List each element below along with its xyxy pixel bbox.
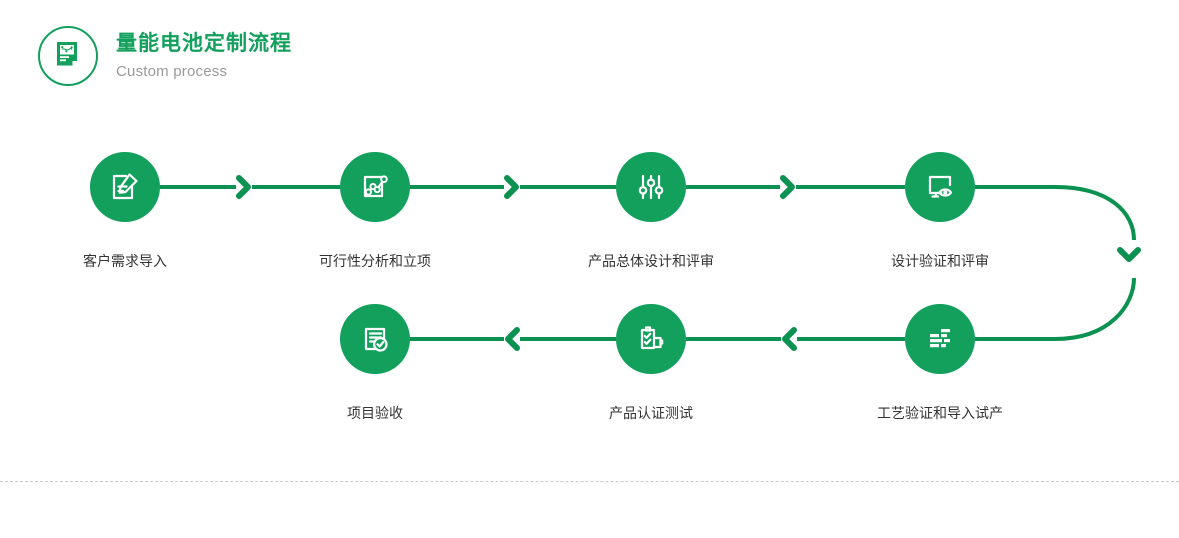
section-header: 量能电池定制流程 Custom process [38, 26, 292, 86]
header-text-block: 量能电池定制流程 Custom process [116, 30, 292, 83]
flow-step-7-label: 项目验收 [347, 405, 403, 421]
sliders-icon [633, 169, 669, 205]
connector-uturn-upper [975, 185, 1136, 241]
flow-step-7-circle[interactable] [340, 304, 410, 374]
connector-uturn-lower [975, 277, 1136, 341]
flow-step-5-label: 工艺验证和导入试产 [877, 405, 1003, 421]
process-document-icon [53, 39, 83, 74]
flow-step-6-circle[interactable] [616, 304, 686, 374]
flow-connectors [160, 175, 1141, 351]
flow-step-4-label: 设计验证和评审 [891, 253, 989, 269]
arrow-right-2 [504, 175, 519, 199]
flow-step-1-label: 客户需求导入 [83, 253, 167, 269]
flow-step-2-circle[interactable] [340, 152, 410, 222]
flow-step-6[interactable]: 产品认证测试 [581, 304, 721, 423]
bar-blocks-icon [922, 321, 958, 357]
clipboard-check-battery-icon [633, 321, 669, 357]
flow-step-3-label: 产品总体设计和评审 [588, 253, 714, 269]
arrow-right-1 [236, 175, 251, 199]
arrow-right-3 [780, 175, 795, 199]
document-pencil-icon [107, 169, 143, 205]
flow-step-4-circle[interactable] [905, 152, 975, 222]
flow-step-5[interactable]: 工艺验证和导入试产 [870, 304, 1010, 423]
arrow-left-2 [505, 327, 520, 351]
line-chart-frame-icon [357, 169, 393, 205]
flow-step-2[interactable]: 可行性分析和立项 [305, 152, 445, 271]
section-divider [0, 481, 1179, 482]
page-title: 量能电池定制流程 [116, 31, 292, 55]
flow-step-6-label: 产品认证测试 [609, 405, 693, 421]
custom-process-flow: 客户需求导入 可行性分析和立项 [55, 152, 1141, 423]
flow-step-3[interactable]: 产品总体设计和评审 [581, 152, 721, 271]
page-subtitle: Custom process [116, 62, 228, 80]
document-check-icon [357, 321, 393, 357]
flow-step-7[interactable]: 项目验收 [305, 304, 445, 423]
flow-step-5-circle[interactable] [905, 304, 975, 374]
flow-step-4[interactable]: 设计验证和评审 [870, 152, 1010, 271]
monitor-eye-icon [922, 169, 958, 205]
arrow-down-uturn [1117, 247, 1141, 262]
flow-step-1[interactable]: 客户需求导入 [55, 152, 195, 271]
flow-step-3-circle[interactable] [616, 152, 686, 222]
flow-step-2-label: 可行性分析和立项 [319, 253, 431, 269]
header-badge [38, 26, 98, 86]
flow-step-1-circle[interactable] [90, 152, 160, 222]
arrow-left-1 [782, 327, 797, 351]
